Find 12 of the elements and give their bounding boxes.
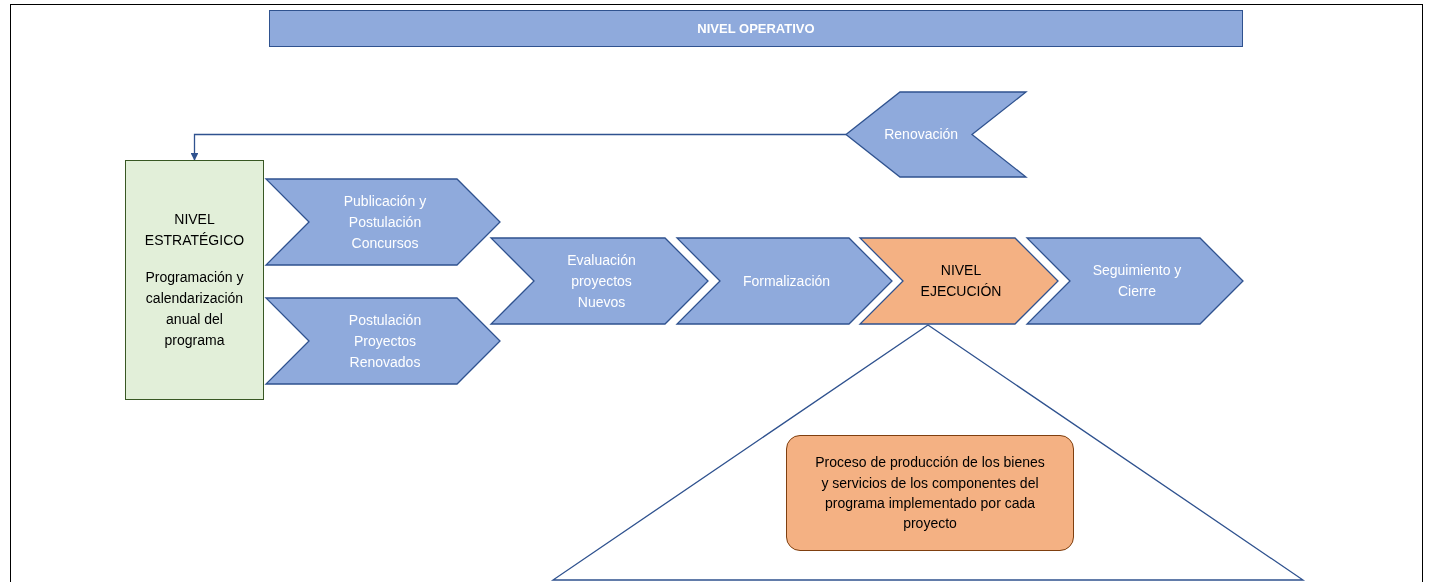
process-box: Proceso de producción de los bienes y servicios de los componentes del programa implementado por cada proyecto	[786, 435, 1074, 551]
header-band: NIVEL OPERATIVO	[269, 10, 1243, 47]
chevron-step: Evaluación proyectos Nuevos	[491, 238, 708, 324]
chevron-step: Formalización	[677, 238, 892, 324]
chevron-step: Seguimiento y Cierre	[1027, 238, 1243, 324]
chevron-step: NIVEL EJECUCIÓN	[860, 238, 1058, 324]
expansion-triangle	[553, 325, 1303, 580]
chevron-step: Postulación Proyectos Renovados	[266, 298, 500, 384]
chevron-step: Publicación y Postulación Concursos	[266, 179, 500, 265]
level-box: NIVEL ESTRATÉGICO Programación y calendarización anual del programa	[125, 160, 264, 400]
chevron-step: Renovación	[846, 92, 1026, 177]
arrow	[190, 133, 847, 161]
